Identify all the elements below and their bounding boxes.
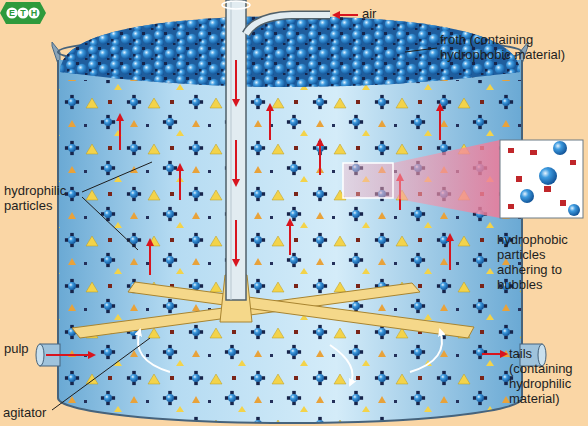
inset-label: hydrophobic particles adhering to bubble… (497, 232, 587, 292)
bubble-rise-arrow (269, 105, 271, 140)
leader-line (52, 338, 150, 410)
logo-letter: T (17, 7, 29, 19)
bubble-rise-arrow (439, 105, 441, 140)
bubble-rise-arrow (319, 140, 321, 175)
leader-line (405, 48, 437, 52)
inlet-pipe-end (36, 344, 44, 366)
leader-line (82, 197, 138, 250)
logo-disc (17, 7, 28, 18)
bubble-rise-arrow (289, 220, 291, 255)
rotation-symbol (222, 1, 250, 9)
pulp-arrow (46, 354, 94, 356)
air-pipe (246, 15, 330, 34)
magnifier-ray (343, 140, 500, 218)
input-label: pulp (4, 341, 44, 356)
inset-particle (544, 186, 551, 192)
inset-particle (560, 200, 566, 206)
output-label: tails (containing hydrophilic material) (509, 346, 587, 406)
tails-arrow (482, 353, 506, 355)
hollow-shaft (226, 0, 246, 300)
circulation-arrow (410, 330, 442, 372)
air-pipe (246, 15, 330, 34)
inset-particle (570, 160, 576, 165)
leader-line (82, 162, 152, 192)
agitator-blade (128, 282, 474, 338)
shaft-shading (231, 0, 232, 300)
air-arrow (334, 14, 358, 16)
inset-particle (508, 204, 514, 209)
bubble-rise-arrow (149, 240, 151, 275)
logo-letter: E (6, 7, 18, 19)
logo-letter: H (28, 7, 40, 19)
air-flow-arrow (235, 140, 237, 185)
bubble-rise-arrow (179, 165, 181, 200)
inset-bubble (553, 141, 567, 155)
inset-box (500, 140, 583, 218)
particle-suspension (58, 80, 522, 425)
inset-particle (516, 176, 522, 182)
air-flow-arrow (235, 220, 237, 265)
inset-bubble (568, 204, 580, 216)
logo-disc (28, 7, 39, 18)
inset-bubble (520, 189, 534, 203)
inset-particle (508, 148, 514, 153)
magnified-area (343, 163, 393, 198)
inset-particle (530, 150, 537, 155)
froth-label: froth (containing hydrophobic material) (440, 32, 586, 62)
circulation-arrow (330, 345, 353, 385)
air-flow-arrow (235, 60, 237, 105)
tank-wall (58, 60, 522, 423)
input-label: air (362, 6, 402, 21)
logo-disc (6, 7, 17, 18)
logo-badge (0, 2, 46, 24)
inset-bubble (539, 167, 557, 185)
bubble-rise-arrow (119, 115, 121, 150)
particle-label: hydrophilic particles (4, 183, 84, 213)
circulation-arrow (138, 330, 170, 372)
part-label: agitator (3, 405, 73, 420)
bubble-rise-arrow (449, 235, 451, 270)
